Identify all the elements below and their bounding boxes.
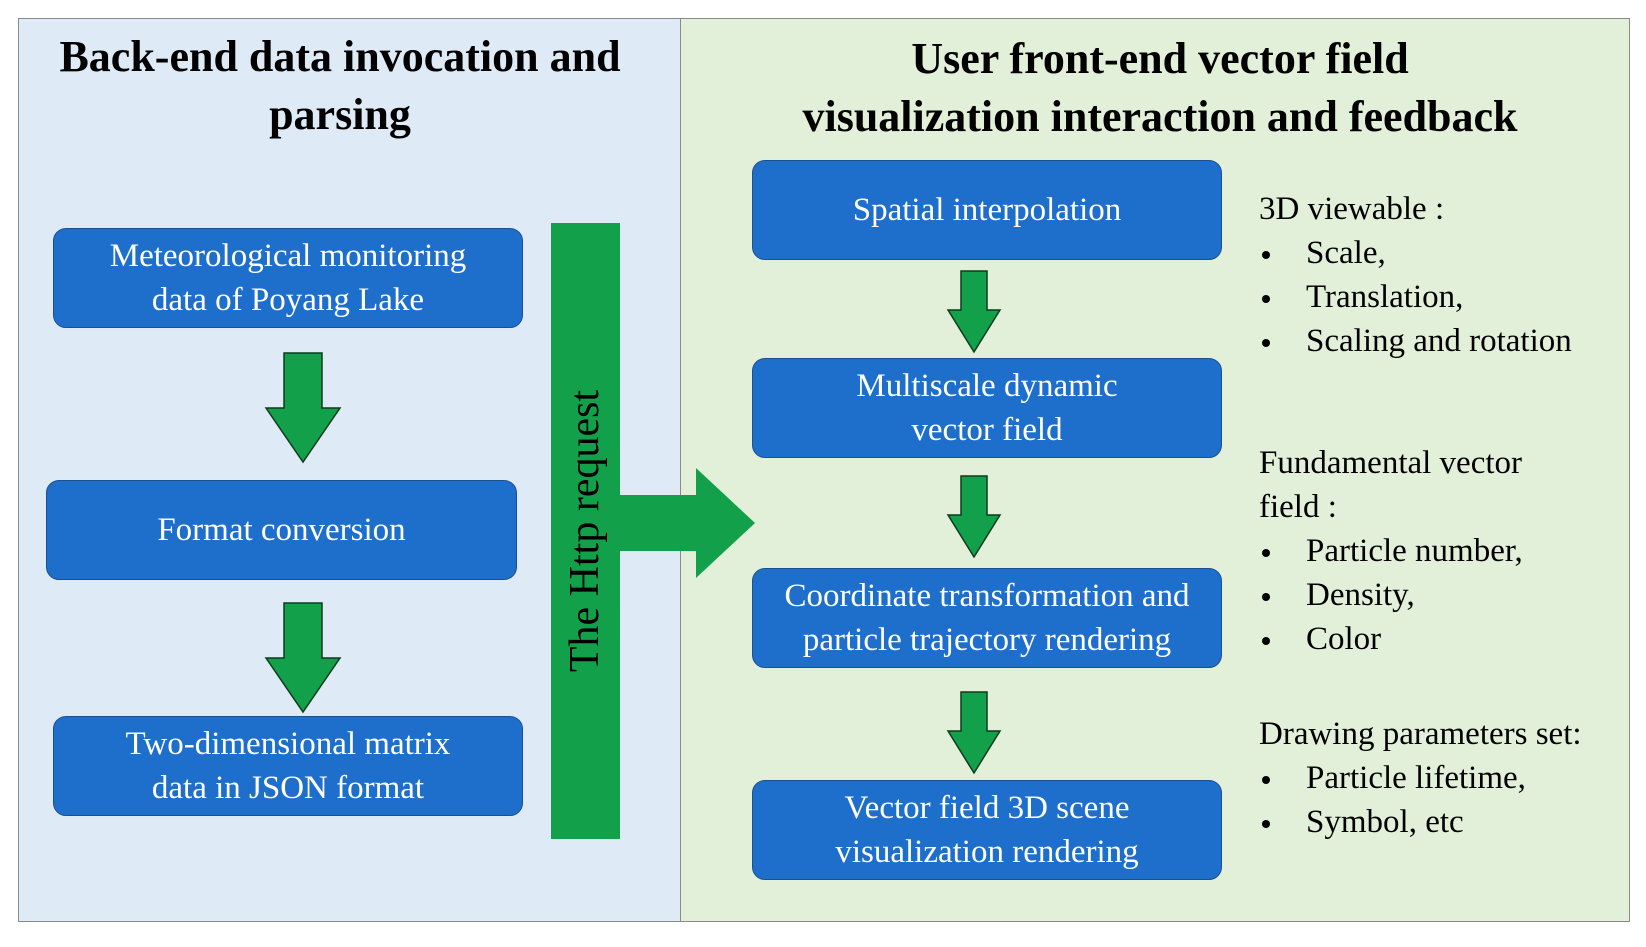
down-arrow-3 — [946, 270, 1002, 354]
step-coordinate-transformation: Coordinate transformation and particle t… — [752, 568, 1222, 668]
down-arrow-5 — [946, 691, 1002, 775]
down-arrow-4 — [946, 475, 1002, 559]
notes-3d-viewable: 3D viewable : Scale, Translation, Scalin… — [1259, 187, 1572, 363]
notes-fundamental-heading: Fundamental vector field : — [1259, 445, 1523, 525]
list-item: Particle lifetime, — [1259, 756, 1582, 800]
list-item: Color — [1259, 617, 1523, 661]
step-multiscale-vector-field: Multiscale dynamic vector field — [752, 358, 1222, 458]
step-json-matrix: Two-dimensional matrix data in JSON form… — [53, 716, 523, 816]
list-item: Symbol, etc — [1259, 800, 1582, 844]
notes-fundamental-vector-field: Fundamental vector field : Particle numb… — [1259, 441, 1523, 661]
notes-3d-viewable-list: Scale, Translation, Scaling and rotation — [1259, 231, 1572, 363]
http-request-label: The Http request — [562, 389, 608, 673]
notes-drawing-parameters: Drawing parameters set: Particle lifetim… — [1259, 712, 1582, 844]
list-item: Translation, — [1259, 275, 1572, 319]
down-arrow-2 — [264, 602, 342, 714]
step-format-conversion: Format conversion — [46, 480, 517, 580]
right-arrow — [618, 468, 755, 578]
step-spatial-interpolation: Spatial interpolation — [752, 160, 1222, 260]
notes-drawing-heading: Drawing parameters set: — [1259, 716, 1582, 752]
list-item: Particle number, — [1259, 529, 1523, 573]
notes-3d-viewable-heading: 3D viewable : — [1259, 191, 1445, 227]
step-3d-scene-rendering: Vector field 3D scene visualization rend… — [752, 780, 1222, 880]
http-request-bar — [551, 223, 620, 839]
notes-drawing-list: Particle lifetime, Symbol, etc — [1259, 756, 1582, 844]
list-item: Density, — [1259, 573, 1523, 617]
backend-panel-title: Back-end data invocation and parsing — [59, 32, 621, 139]
list-item: Scaling and rotation — [1259, 319, 1572, 363]
down-arrow-1 — [264, 352, 342, 464]
notes-fundamental-list: Particle number, Density, Color — [1259, 529, 1523, 661]
list-item: Scale, — [1259, 231, 1572, 275]
step-meteorological-data: Meteorological monitoring data of Poyang… — [53, 228, 523, 328]
frontend-panel-title: User front-end vector field visualizatio… — [802, 34, 1518, 141]
